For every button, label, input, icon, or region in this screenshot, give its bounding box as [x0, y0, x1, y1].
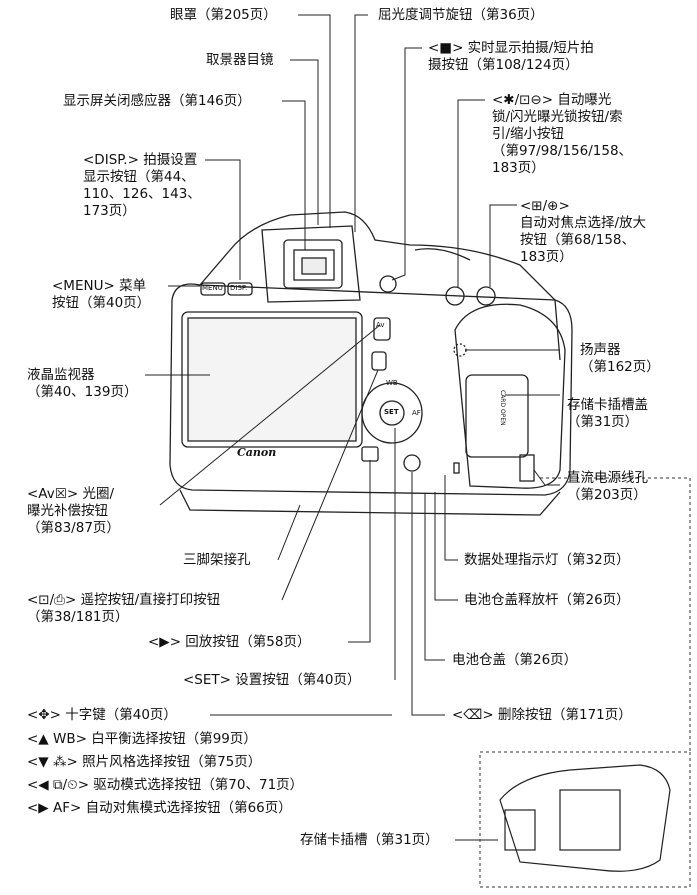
menu-button [200, 282, 226, 296]
af-key-label: AF [412, 409, 421, 417]
af-point-button [476, 286, 496, 306]
label-card-slot: 存储卡插槽（第31页） [300, 832, 439, 848]
card-slot [559, 789, 621, 851]
label-viewfinder-eyepiece: 取景器目镜 [206, 52, 274, 68]
playback-button [361, 446, 379, 462]
label-av-button: <Av☒> 光圈/ 曝光补偿按钮 （第83/87页） [27, 486, 120, 536]
label-picture-style-button: <▼ ⁂> 照片风格选择按钮（第75页） [27, 754, 262, 770]
label-remote-print-button: <⊡/⎙> 遥控按钮/直接打印按钮 （第38/181页） [27, 592, 221, 625]
label-card-slot-cover: 存储卡插槽盖 （第31页） [567, 397, 648, 430]
lcd-monitor [181, 311, 363, 448]
camera-top-outline [199, 211, 561, 361]
brand-logo: Canon [237, 446, 277, 459]
cross-keys [361, 382, 423, 444]
speaker [453, 343, 467, 357]
label-battery-cover-lever: 电池仓盖释放杆（第26页） [464, 592, 630, 608]
card-slot-cover [465, 374, 529, 458]
menu-key-label: MENU [202, 284, 223, 292]
label-speaker: 扬声器 （第162页） [580, 342, 660, 375]
camera-grip [454, 303, 566, 489]
label-set-button: <SET> 设置按钮（第40页） [183, 672, 361, 688]
label-tripod-socket: 三脚架接孔 [183, 552, 251, 568]
ae-lock-button [445, 286, 465, 306]
av-key-label: Av [376, 321, 385, 329]
disp-key-label: DISP. [230, 284, 248, 292]
access-lamp [453, 462, 460, 474]
card-open-label: CARD OPEN [499, 390, 506, 426]
remote-button [371, 351, 387, 371]
label-display-off-sensor: 显示屏关闭感应器（第146页） [63, 93, 251, 109]
inset-slot-door [499, 764, 671, 872]
label-playback-button: <▶> 回放按钮（第58页） [148, 634, 311, 650]
dc-cord-hole [519, 454, 535, 482]
label-eyecup: 眼罩（第205页） [170, 7, 277, 23]
label-dc-cord-hole: 直流电源线孔 （第203页） [567, 470, 648, 503]
av-button [373, 317, 391, 341]
label-drive-mode-button: <◀ ⧉/⏲> 驱动模式选择按钮（第70、71页） [27, 777, 304, 793]
set-key-label: SET [384, 408, 399, 416]
label-disp-button: <DISP.> 拍摄设置 显示按钮（第44、 110、126、143、 173页… [83, 152, 201, 219]
set-button [379, 400, 405, 426]
label-access-lamp: 数据处理指示灯（第32页） [464, 552, 630, 568]
label-menu-button: <MENU> 菜单 按钮（第40页） [52, 278, 151, 311]
label-erase-button: <⌫> 删除按钮（第171页） [452, 707, 632, 723]
label-af-point-button: <⊞/⊕> 自动对焦点选择/放大 按钮（第68/158、 183页） [520, 198, 647, 265]
label-af-mode-button: <▶ AF> 自动对焦模式选择按钮（第66页） [27, 800, 292, 816]
label-cross-keys: <✥> 十字键（第40页） [27, 707, 177, 723]
camera-body-outline [169, 283, 573, 496]
label-lcd-monitor: 液晶监视器 （第40、139页） [27, 367, 138, 400]
liveview-button [379, 275, 397, 293]
label-diopter: 屈光度调节旋钮（第36页） [378, 7, 544, 23]
disp-button [227, 282, 253, 296]
viewfinder-eyepiece [283, 239, 343, 289]
label-wb-button: <▲ WB> 白平衡选择按钮（第99页） [27, 731, 257, 747]
label-liveview-button: <■> 实时显示拍摄/短片拍 摄按钮（第108/124页） [428, 40, 594, 73]
viewfinder-housing [261, 225, 361, 303]
wb-key-label: WB [386, 379, 398, 387]
label-ae-lock-button: <✱/⊡⊖> 自动曝光 锁/闪光曝光锁按钮/索 引/缩小按钮 （第97/98/1… [492, 92, 633, 176]
erase-button [403, 454, 421, 472]
label-battery-cover: 电池仓盖（第26页） [452, 652, 578, 668]
